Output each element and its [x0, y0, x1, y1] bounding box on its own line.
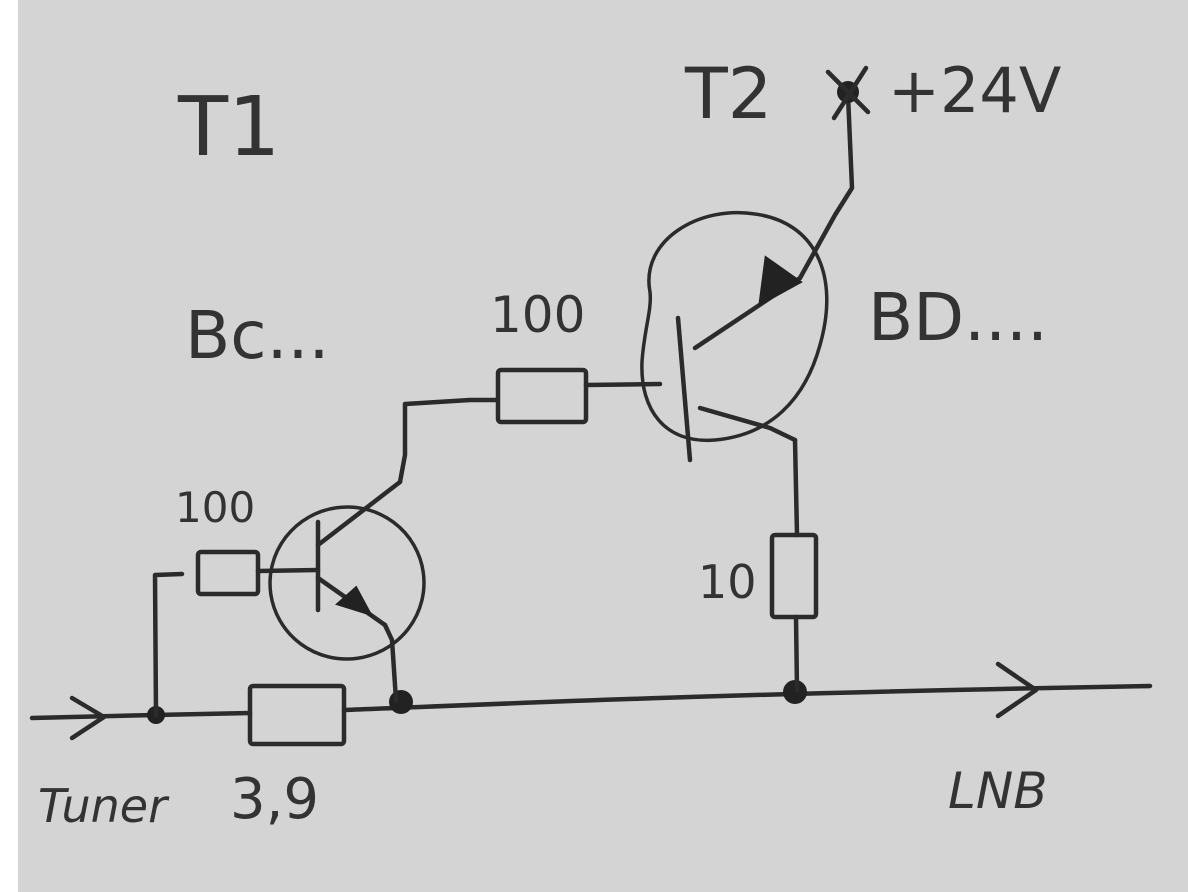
input-arrow: [29, 695, 158, 741]
resistor-t1-base-100: [195, 549, 261, 597]
wire-t2-to-output: [793, 614, 800, 693]
wire-t2-base: [583, 381, 663, 388]
wire-t2-emitter: [797, 92, 855, 281]
label-input-tuner: Tuner: [38, 779, 170, 833]
label-supply-voltage: +24V: [888, 54, 1061, 127]
resistor-series-3-9: [247, 683, 347, 747]
resistor-t2-collector-10: [769, 532, 819, 620]
label-r-base-t1: 100: [175, 483, 255, 532]
signal-wire-input: [152, 710, 253, 718]
label-t2: T2: [684, 53, 772, 135]
transistor-t1: [268, 479, 426, 661]
label-t1: T1: [177, 80, 280, 175]
wire-t1-emitter: [382, 622, 399, 703]
resistor-t2-base-100: [495, 367, 589, 425]
junction-t1-emitter: [389, 690, 413, 714]
signal-wire-main: [341, 683, 1153, 713]
output-arrow: [995, 661, 1039, 719]
wire-t1-collector: [397, 397, 501, 485]
label-t2-type: BD....: [868, 279, 1048, 356]
paper-background: [18, 0, 1188, 892]
label-r-base-t2: 100: [490, 286, 585, 344]
wire-t1-base: [255, 567, 321, 574]
label-r-series: 3,9: [230, 767, 319, 832]
label-t1-type: Bc...: [185, 297, 330, 374]
label-output-lnb: LNB: [948, 762, 1048, 820]
transistor-t2: [640, 210, 829, 463]
wire-t1-base-feed: [152, 571, 185, 718]
wire-t2-collector: [792, 437, 800, 538]
label-r-emitter-t2: 10: [698, 555, 757, 609]
junction-output: [783, 680, 807, 704]
supply-terminal: [825, 65, 871, 121]
